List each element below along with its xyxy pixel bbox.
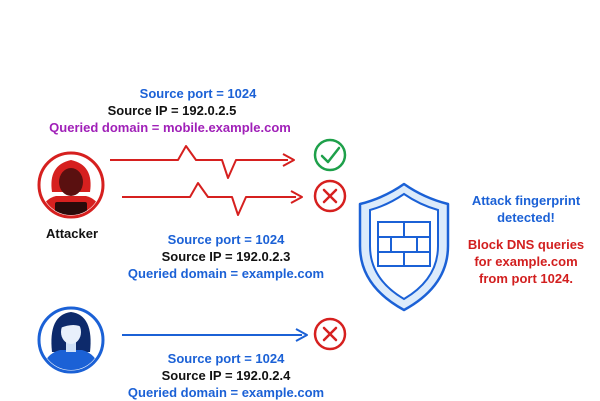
x-circle-icon [313, 179, 347, 213]
bottom-request-arrow [122, 328, 308, 342]
block-rule-line-1: Block DNS queries [467, 237, 585, 252]
block-rule-line-2: for example.com [474, 254, 578, 269]
middle-source-ip: Source IP = 192.0.2.3 [161, 249, 291, 264]
bottom-source-ip: Source IP = 192.0.2.4 [161, 368, 291, 383]
fingerprint-line-1: Attack fingerprint [471, 193, 581, 208]
middle-queried-domain: Queried domain = example.com [127, 266, 325, 281]
check-circle-icon [313, 138, 347, 172]
attacker-label: Attacker [45, 226, 99, 241]
top-source-ip: Source IP = 192.0.2.5 [107, 103, 237, 118]
top-request-arrow [110, 145, 295, 179]
top-source-port: Source port = 1024 [139, 86, 257, 101]
middle-source-port: Source port = 1024 [167, 232, 285, 247]
bottom-queried-domain: Queried domain = example.com [127, 385, 325, 400]
user-avatar-icon [37, 306, 105, 374]
hooded-attacker-icon [37, 151, 105, 219]
fingerprint-line-2: detected! [497, 210, 555, 225]
x-circle-icon [313, 317, 347, 351]
firewall-shield-icon [358, 182, 450, 312]
bottom-source-port: Source port = 1024 [167, 351, 285, 366]
block-rule-line-3: from port 1024. [479, 271, 573, 286]
middle-request-arrow [122, 182, 303, 216]
top-queried-domain: Queried domain = mobile.example.com [49, 120, 291, 135]
